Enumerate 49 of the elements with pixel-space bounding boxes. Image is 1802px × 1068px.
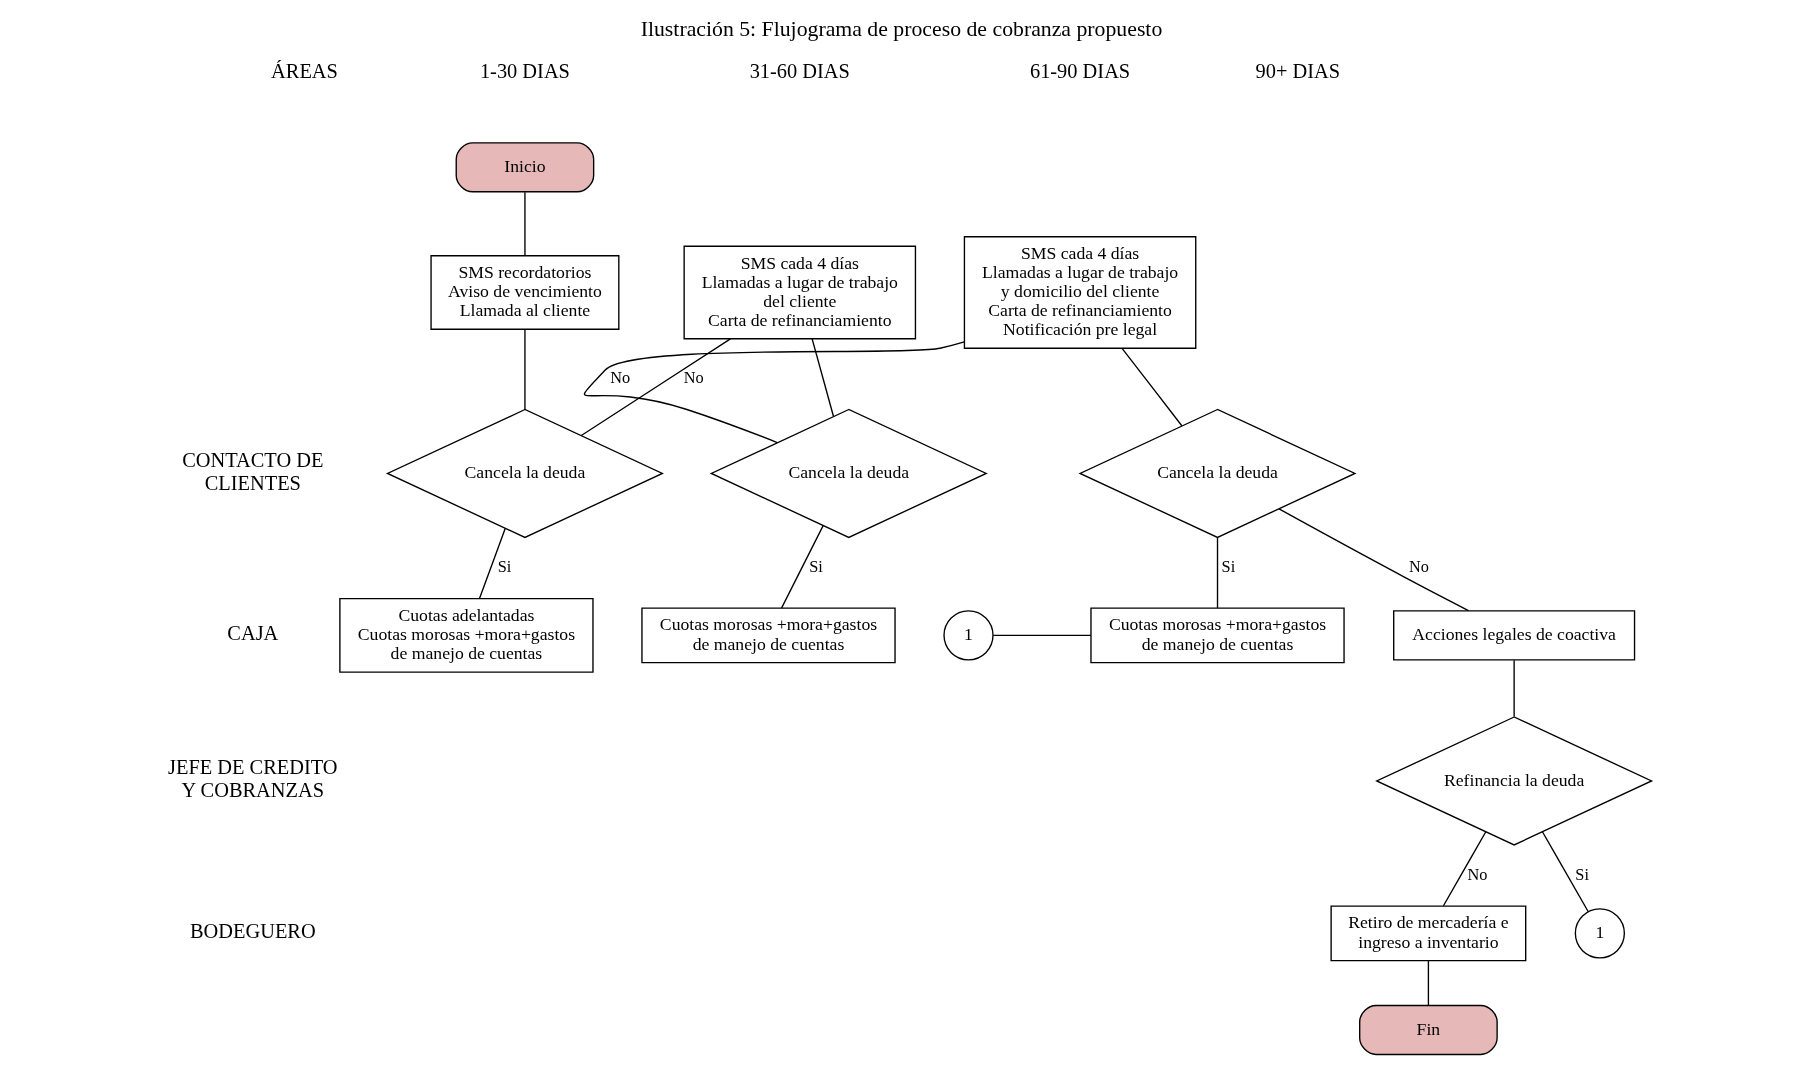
node-box: Cuotas morosas +mora+gastos de manejo de cuentas [1089,607,1345,664]
node-box: Inicio [455,142,594,193]
connector [1512,659,1515,718]
connector [580,338,731,437]
edge-label: Si [1574,864,1589,884]
label: ÁREAS [270,60,338,83]
diagram-title: Ilustración 5: Flujograma de proceso de cobranza propuesto [640,17,1162,42]
connector [1541,831,1589,913]
node-diamond: Refinancia la deuda [1374,716,1653,846]
connector [583,341,965,444]
label: 31-60 DIAS [749,60,850,83]
label: 90+ DIAS [1255,60,1340,83]
label: CAJA [226,622,278,645]
edge-label: No [1466,864,1487,884]
connector [780,524,824,609]
connector [523,191,526,257]
connector [1120,347,1182,427]
edge-label: Si [1221,557,1235,577]
connector [1427,960,1429,1006]
node-circle: 1 [1574,908,1625,959]
node-box: SMS recordatorios Aviso de vencimiento Llamada al cliente [429,255,619,330]
label: JEFE DE CREDITO Y COBRANZAS [167,756,338,802]
connector [1277,508,1469,612]
edge-label: No [609,368,630,388]
node-circle: 1 [942,610,994,661]
node-diamond: Cancela la deuda [709,408,988,539]
node-box: Fin [1358,1004,1498,1056]
connector [992,634,1092,637]
edge-label: No [1408,557,1429,577]
node-box: SMS cada 4 días Llamadas a lugar de trabajo del cliente Carta de refinanciamiento [682,245,916,340]
connector [810,338,834,417]
node-box: Acciones legales de coactiva [1392,610,1635,661]
label: BODEGUERO [189,920,316,943]
connector [478,527,506,600]
connector [1442,831,1486,907]
node-box: Cuotas adelantadas Cuotas morosas +mora+gastos de manejo de cuentas [338,597,594,673]
node-box: Retiro de mercadería e ingreso a inventario [1329,905,1526,962]
label: 61-90 DIAS [1029,60,1130,83]
label: CONTACTO DE CLIENTES [181,448,323,494]
edge-label: Si [808,557,823,577]
node-diamond: Cancela la deuda [1077,408,1357,539]
connector [523,328,526,411]
node-box: SMS cada 4 días Llamadas a lugar de trabajo y domicilio del cliente Carta de refinanciamiento Notificación pre legal [963,236,1196,349]
edge-label: Si [497,557,511,577]
edge-label: No [683,368,704,388]
label: 1-30 DIAS [479,60,570,83]
node-box: Cuotas morosas +mora+gastos de manejo de cuentas [640,607,896,664]
connector [1216,537,1218,609]
node-diamond: Cancela la deuda [385,408,664,539]
